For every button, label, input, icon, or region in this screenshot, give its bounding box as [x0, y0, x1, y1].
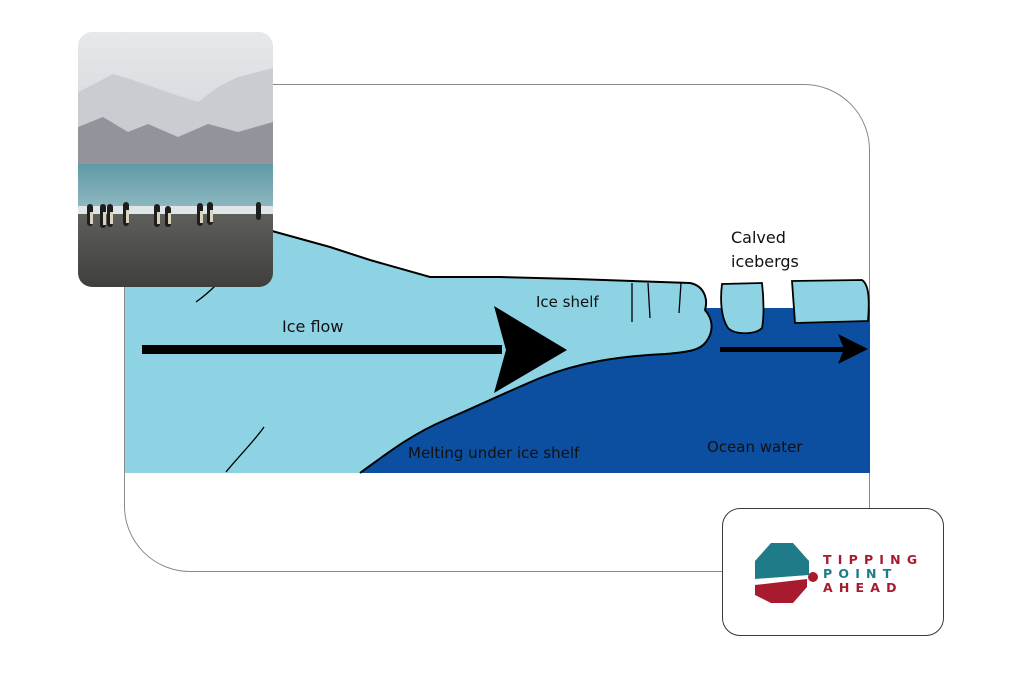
flow-line [225, 426, 265, 473]
ice-surface-outline [271, 230, 713, 474]
hexagon-logo-icon [755, 543, 818, 603]
photo-surf [78, 206, 273, 214]
iceberg [791, 279, 870, 324]
logo-line-ahead: AHEAD [823, 580, 903, 595]
logo-line-point: POINT [823, 566, 898, 581]
ice-shelf-label: Ice shelf [536, 293, 599, 311]
ocean-arrow-shaft [720, 347, 845, 352]
calved-icebergs-label-line1: Calved [731, 228, 786, 247]
photo-sea [78, 164, 273, 209]
tipping-point-logo-card: TIPPING POINT AHEAD [722, 508, 944, 636]
logo-line-tipping: TIPPING [823, 552, 924, 567]
crevasse-line [647, 282, 651, 319]
logo-wordmark: TIPPING POINT AHEAD [823, 553, 923, 595]
calved-icebergs-label-line2: icebergs [731, 252, 799, 271]
melting-label: Melting under ice shelf [408, 444, 580, 462]
iceberg [720, 282, 765, 335]
ice-flow-label: Ice flow [282, 317, 343, 336]
ice-flow-arrow-head [494, 306, 567, 393]
ocean-arrow-head [838, 334, 868, 364]
penguin-photo [78, 32, 273, 287]
ice-flow-arrow-shaft [142, 345, 502, 354]
crevasse-line [678, 282, 682, 314]
photo-mountain-rock [78, 117, 273, 164]
ocean-water-label: Ocean water [707, 438, 803, 456]
